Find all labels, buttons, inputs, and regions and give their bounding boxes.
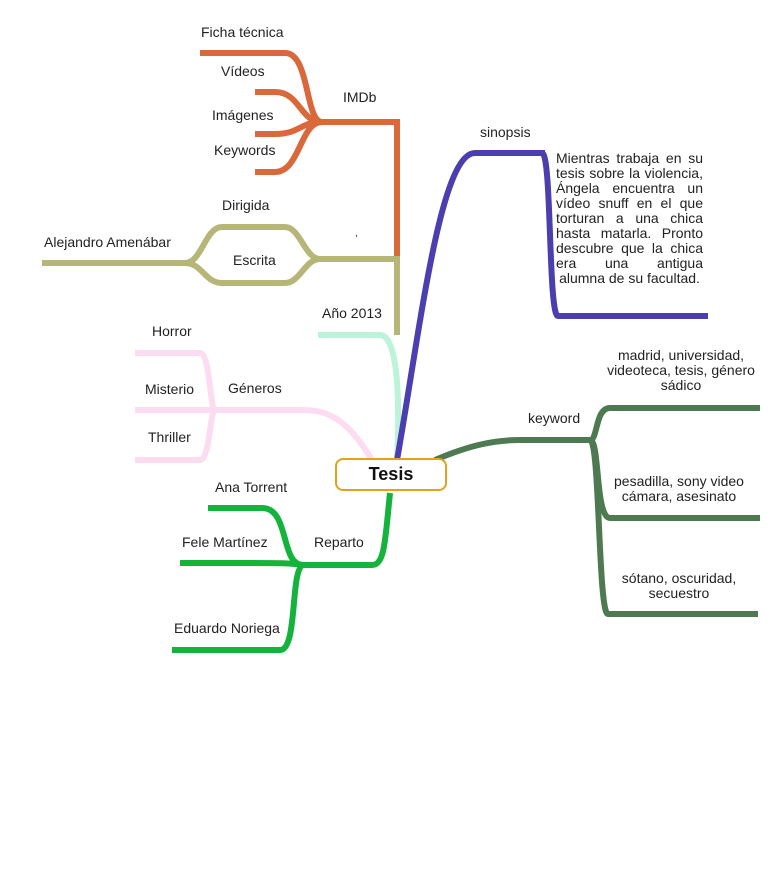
connector-keyword-3 bbox=[587, 437, 758, 617]
director-person: Alejandro Amenábar bbox=[44, 234, 171, 250]
branch-genres bbox=[135, 350, 375, 463]
genres-label: Géneros bbox=[228, 380, 282, 396]
keyword-group-1: madrid, universidad, videoteca, tesis, g… bbox=[607, 347, 755, 393]
branch-keywords bbox=[433, 405, 760, 617]
cast-fele-martinez: Fele Martínez bbox=[182, 534, 268, 550]
connector-fele-martinez bbox=[180, 560, 304, 568]
connector-root-genres bbox=[215, 407, 375, 462]
imdb-label: IMDb bbox=[343, 89, 377, 105]
imdb-item-keywords: Keywords bbox=[214, 142, 276, 158]
genre-misterio: Misterio bbox=[145, 381, 195, 397]
connector-thriller bbox=[135, 407, 218, 463]
connector-eduardo-noriega bbox=[172, 562, 306, 653]
branch-imdb bbox=[200, 50, 400, 258]
keyword-group-3: sótano, oscuridad, secuestro bbox=[621, 570, 737, 601]
keyword-group-2: pesadilla, sony video cámara, asesinato bbox=[614, 473, 744, 504]
written-label: Escrita bbox=[233, 252, 276, 268]
cast-label: Reparto bbox=[314, 534, 364, 550]
connector-root-cast bbox=[300, 492, 393, 568]
connector-synopsis-text bbox=[539, 150, 708, 319]
root-node[interactable]: Tesis bbox=[335, 458, 447, 491]
imdb-item-imagenes: Imágenes bbox=[212, 107, 274, 123]
branch-cast bbox=[172, 492, 393, 653]
connector-keywords-imdb bbox=[255, 119, 323, 175]
directed-label: Dirigida bbox=[222, 197, 270, 213]
connector-dirigida bbox=[184, 224, 321, 266]
branch-synopsis bbox=[394, 150, 708, 461]
imdb-item-ficha-tecnica: Ficha técnica bbox=[201, 24, 284, 40]
connector-root-synopsis bbox=[394, 150, 545, 461]
genre-horror: Horror bbox=[152, 323, 192, 339]
cast-eduardo-noriega: Eduardo Noriega bbox=[174, 620, 280, 636]
imdb-item-videos: Vídeos bbox=[221, 63, 265, 79]
synopsis-label: sinopsis bbox=[480, 124, 531, 140]
connector-keyword-1 bbox=[588, 405, 760, 443]
director-label: , bbox=[355, 228, 358, 239]
keyword-label: keyword bbox=[528, 410, 581, 426]
year-label: Año 2013 bbox=[322, 305, 382, 321]
connector-escrita bbox=[184, 256, 321, 286]
genre-thriller: Thriller bbox=[148, 429, 191, 445]
connector-root-keyword bbox=[433, 437, 592, 463]
cast-ana-torrent: Ana Torrent bbox=[215, 479, 288, 495]
synopsis-text: Mientras trabaja en su tesis sobre la vi… bbox=[556, 150, 703, 286]
branch-director bbox=[42, 224, 400, 335]
